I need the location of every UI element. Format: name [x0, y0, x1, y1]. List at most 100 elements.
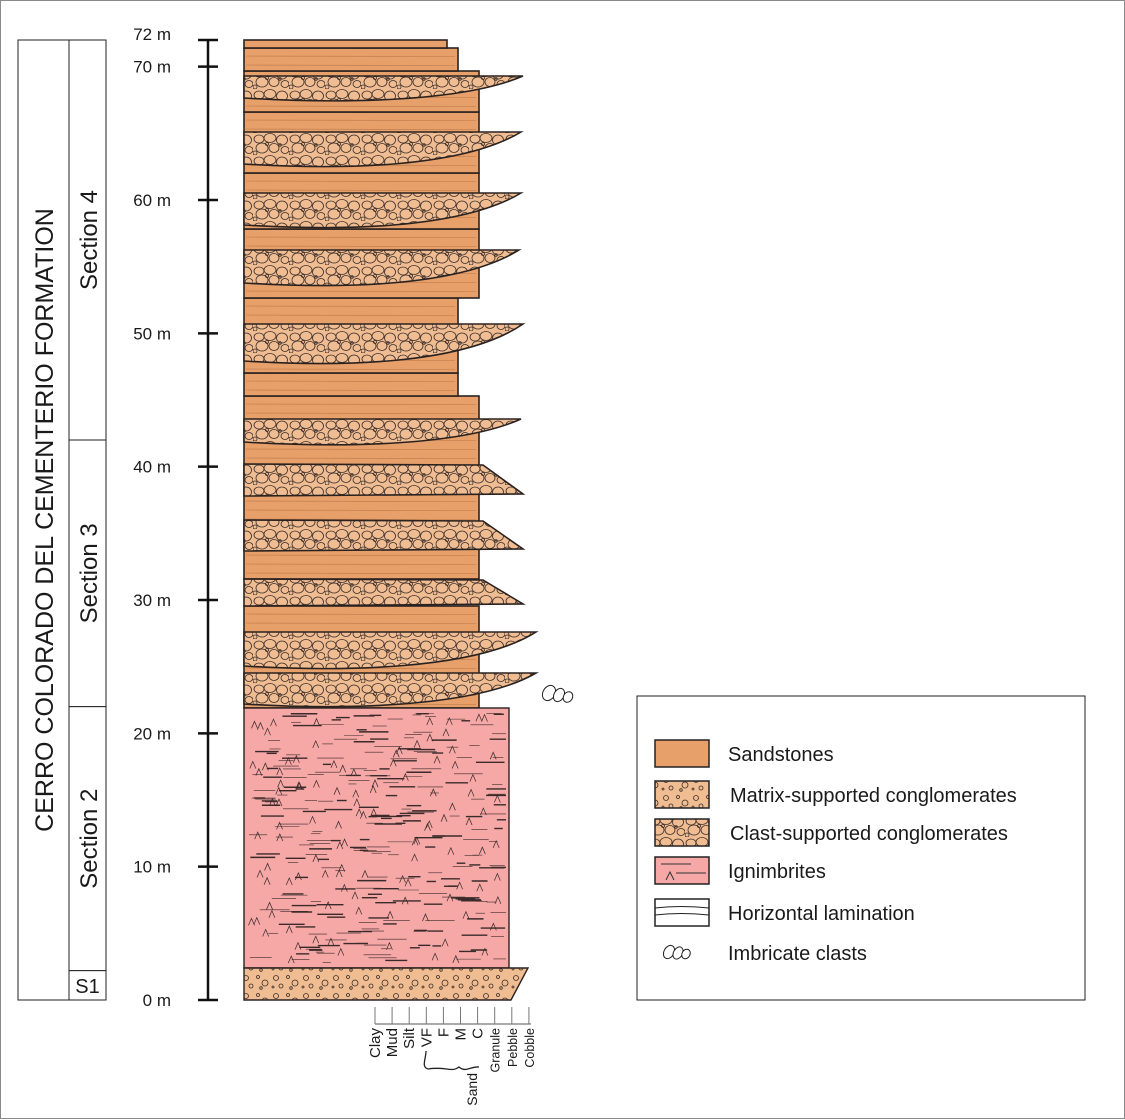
ignimbrite-shard-mark	[371, 779, 379, 788]
lamination-line	[245, 119, 477, 121]
ignimbrite-shard-mark	[339, 764, 347, 773]
ignimbrite-shard-mark	[294, 941, 302, 950]
legend-swatch-matrix	[654, 780, 710, 809]
lamination-line	[245, 622, 477, 624]
depth-label: 50 m	[133, 324, 171, 343]
ignimbrite-shard-mark	[285, 877, 293, 886]
ignimbrite-shard-mark	[249, 760, 257, 769]
lamination-line	[654, 913, 710, 916]
ignimbrite-shard-mark	[404, 878, 412, 887]
ignimbrite-shard-mark	[462, 910, 470, 919]
ignimbrite-shard-mark	[411, 837, 419, 846]
ignimbrite-shard-mark	[264, 862, 271, 871]
ignimbrite-shard-mark	[402, 772, 409, 781]
ignimbrite-shard-mark	[465, 817, 473, 826]
clast-supported-conglomerate-lens	[243, 249, 522, 287]
legend-swatch-clast	[654, 818, 710, 847]
ignimbrite-shard-mark	[445, 716, 453, 726]
clast-supported-conglomerate-bed	[243, 578, 526, 607]
ignimbrite-shard-mark	[433, 755, 441, 764]
ignimbrite-shard-mark	[370, 808, 378, 817]
depth-label: 72 m	[133, 25, 171, 44]
matrix-supported-conglomerate-bed	[243, 967, 530, 1001]
ignimbrite-shard-mark	[490, 922, 497, 931]
ignimbrite-shard-mark	[285, 925, 293, 934]
section-label: Section 2	[76, 789, 103, 889]
ignimbrite-shard-mark	[295, 872, 302, 881]
ignimbrite-shard-mark	[449, 802, 456, 811]
clast-supported-conglomerate-lens	[243, 418, 522, 446]
ignimbrite-shard-mark	[440, 813, 448, 822]
legend-box	[636, 695, 1086, 1001]
depth-label: 40 m	[133, 458, 171, 477]
sandstone-bed	[243, 39, 448, 49]
lamination-line	[245, 457, 477, 459]
ignimbrite-shard-mark	[413, 836, 421, 845]
ignimbrite-shard-mark	[665, 870, 675, 881]
ignimbrite-shard-mark	[251, 720, 258, 729]
ignimbrite-shard-mark	[352, 789, 360, 798]
ignimbrite-shard-mark	[295, 781, 303, 790]
lamination-line	[245, 389, 456, 391]
ignimbrite-shard-mark	[494, 794, 501, 803]
grain-size-label: Mud	[384, 1028, 401, 1057]
section-label: Section 3	[76, 523, 103, 623]
grain-size-label: M	[453, 1028, 470, 1041]
ignimbrite-shard-mark	[263, 876, 271, 885]
grain-size-label: VF	[418, 1028, 435, 1047]
ignimbrite-shard-mark	[401, 896, 409, 905]
ignimbrite-shard-mark	[309, 815, 316, 824]
ignimbrite-shard-mark	[312, 739, 320, 749]
ignimbrite-shard-mark	[255, 767, 263, 776]
lamination-line	[245, 305, 456, 307]
lamination-line	[245, 403, 477, 405]
ignimbrite-shard-mark	[269, 797, 276, 806]
depth-label: 70 m	[133, 58, 171, 77]
ignimbrite-shard-mark	[442, 728, 450, 737]
ignimbrite-shard-mark	[262, 762, 269, 771]
section-label: Section 4	[76, 190, 103, 290]
legend-label: Clast-supported conglomerates	[730, 823, 1008, 845]
ignimbrite-shard-mark	[480, 807, 487, 816]
grain-size-label: Clay	[367, 1028, 384, 1059]
ignimbrite-shard-mark	[422, 913, 429, 922]
ignimbrite-shard-mark	[451, 760, 459, 769]
ignimbrite-shard-mark	[355, 808, 363, 817]
ignimbrite-shard-mark	[327, 937, 335, 946]
clast-supported-conglomerate-lens	[243, 323, 526, 365]
ignimbrite-shard-mark	[287, 955, 295, 964]
lamination-line	[245, 500, 477, 502]
legend-swatch-ignimbrite	[654, 856, 710, 885]
ignimbrite-shard-mark	[411, 853, 418, 862]
ignimbrite-shard-mark	[277, 779, 284, 788]
ignimbrite-shard-mark	[254, 831, 262, 840]
ignimbrite-shard-mark	[494, 895, 502, 904]
ignimbrite-shard-mark	[257, 721, 264, 730]
ignimbrite-shard-mark	[494, 872, 501, 881]
depth-axis: 0 m10 m20 m30 m40 m50 m60 m70 m72 m	[133, 25, 218, 1010]
ignimbrite-shard-mark	[425, 820, 433, 829]
lamination-line	[245, 380, 456, 382]
ignimbrite-shard-mark	[481, 713, 488, 722]
ignimbrite-shard-mark	[312, 854, 320, 863]
lamination-line	[245, 554, 477, 556]
ignimbrite-shard-mark	[313, 717, 320, 726]
ignimbrite-shard-mark	[424, 822, 431, 831]
depth-label: 10 m	[133, 858, 171, 877]
legend-label: Matrix-supported conglomerates	[730, 785, 1017, 807]
ignimbrite-shard-mark	[489, 751, 497, 760]
ignimbrite-shard-mark	[399, 874, 406, 883]
ignimbrite-shard-mark	[335, 820, 342, 829]
ignimbrite-shard-mark	[448, 745, 456, 754]
ignimbrite-shard-mark	[276, 767, 284, 776]
section-box	[68, 39, 107, 441]
formation-name: CERRO COLORADO DEL CEMENTERIO FORMATION	[31, 208, 59, 832]
lamination-line	[245, 64, 456, 66]
ignimbrite-shard-mark	[446, 893, 454, 902]
section-label: S1	[75, 976, 99, 998]
lamination-line	[245, 448, 477, 450]
legend-label: Imbricate clasts	[728, 943, 867, 965]
